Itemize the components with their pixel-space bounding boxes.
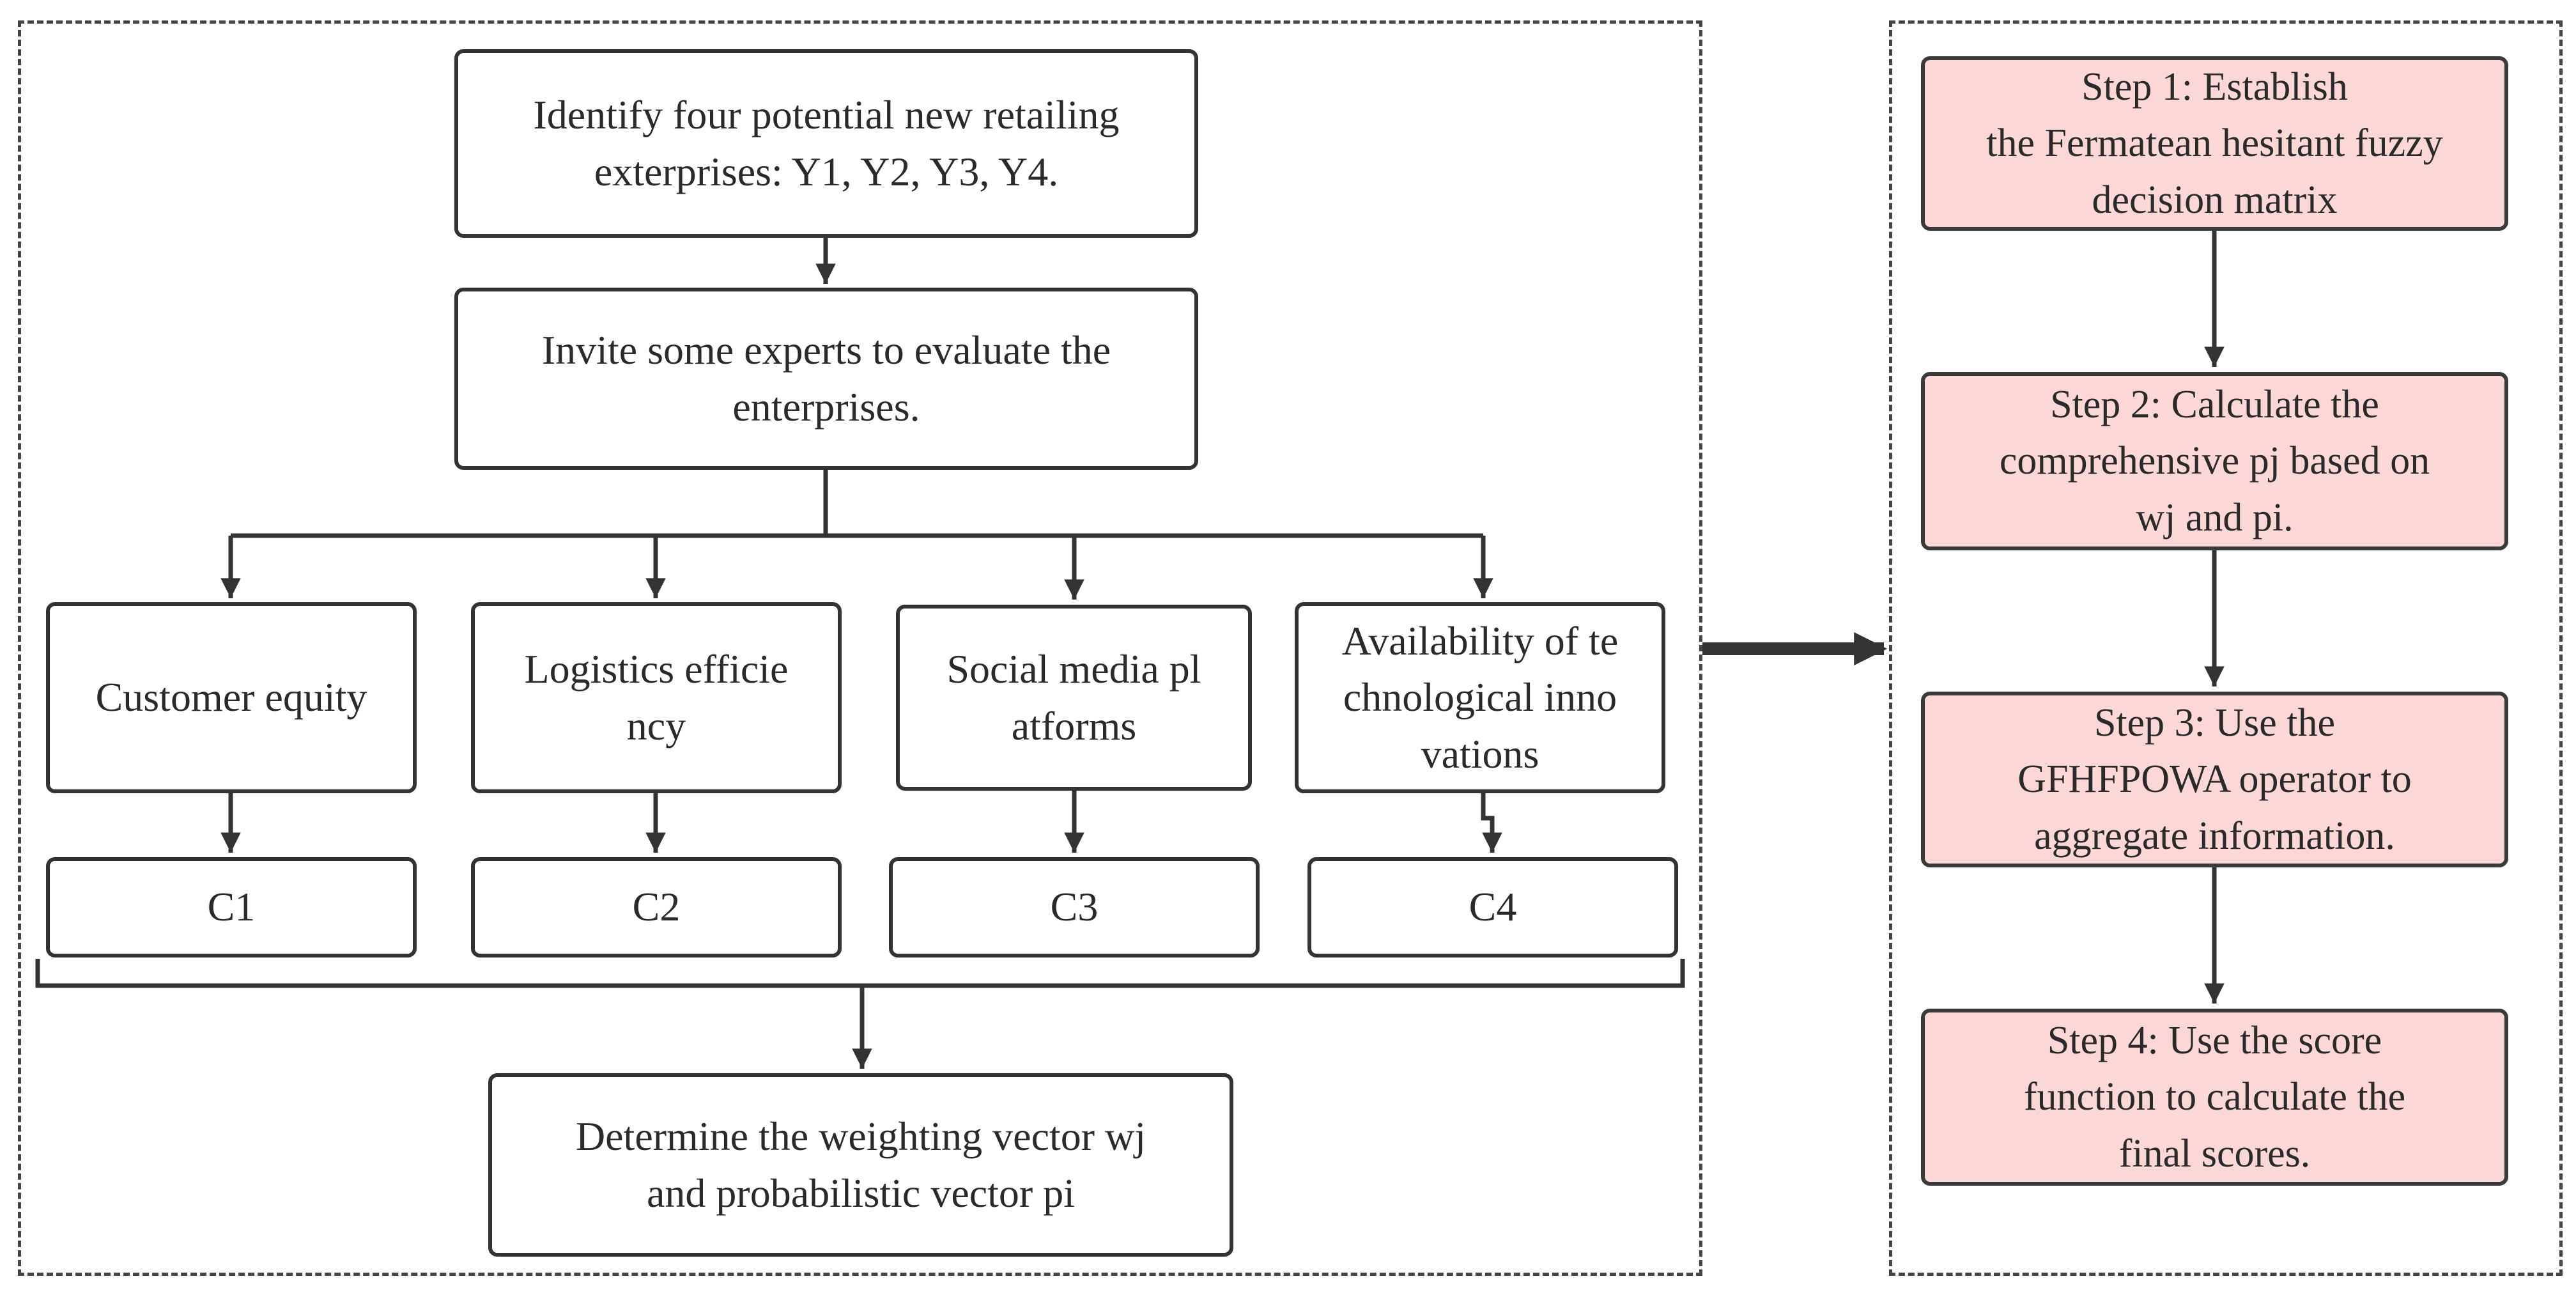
code-c4: C4 <box>1469 884 1517 930</box>
step-text-3: Step 3: Use the GFHFPOWA operator to agg… <box>2017 701 2412 858</box>
criterion-name-1: Customer equity <box>95 674 367 720</box>
code-box-c2: C2 <box>471 857 842 958</box>
criterion-name-3: Social media pl atforms <box>946 646 1201 748</box>
step-text-4: Step 4: Use the score function to calcul… <box>2023 1019 2406 1175</box>
step-box-1: Step 1: Establish the Fermatean hesitant… <box>1921 56 2508 231</box>
code-box-c1: C1 <box>46 857 417 958</box>
step-text-1: Step 1: Establish the Fermatean hesitant… <box>1986 65 2443 222</box>
code-c2: C2 <box>632 884 681 930</box>
arrow-c4 <box>1481 793 1502 853</box>
criterion-name-2: Logistics efficie ncy <box>524 646 789 748</box>
step-box-3: Step 3: Use the GFHFPOWA operator to agg… <box>1921 692 2508 867</box>
identify-box: Identify four potential new retailing ex… <box>454 49 1198 238</box>
criterion-name-4: Availability of te chnological inno vati… <box>1341 618 1619 777</box>
invite-text: Invite some experts to evaluate the ente… <box>541 327 1111 430</box>
criterion-box-1: Customer equity <box>46 602 417 793</box>
determine-text: Determine the weighting vector wj and pr… <box>575 1113 1146 1216</box>
step-text-2: Step 2: Calculate the comprehensive pj b… <box>1999 383 2430 539</box>
step-box-2: Step 2: Calculate the comprehensive pj b… <box>1921 372 2508 550</box>
criterion-box-2: Logistics efficie ncy <box>471 602 842 793</box>
left-panel-frame <box>18 20 1702 1276</box>
code-box-c4: C4 <box>1307 857 1678 958</box>
criterion-box-3: Social media pl atforms <box>896 605 1252 791</box>
step-box-4: Step 4: Use the score function to calcul… <box>1921 1009 2508 1186</box>
bracket <box>35 959 1685 988</box>
identify-text: Identify four potential new retailing ex… <box>533 92 1120 194</box>
criterion-box-4: Availability of te chnological inno vati… <box>1295 602 1665 793</box>
determine-box: Determine the weighting vector wj and pr… <box>488 1073 1233 1257</box>
code-box-c3: C3 <box>889 857 1260 958</box>
right-panel-frame <box>1889 20 2563 1276</box>
code-c3: C3 <box>1050 884 1099 930</box>
invite-box: Invite some experts to evaluate the ente… <box>454 288 1198 470</box>
code-c1: C1 <box>207 884 256 930</box>
